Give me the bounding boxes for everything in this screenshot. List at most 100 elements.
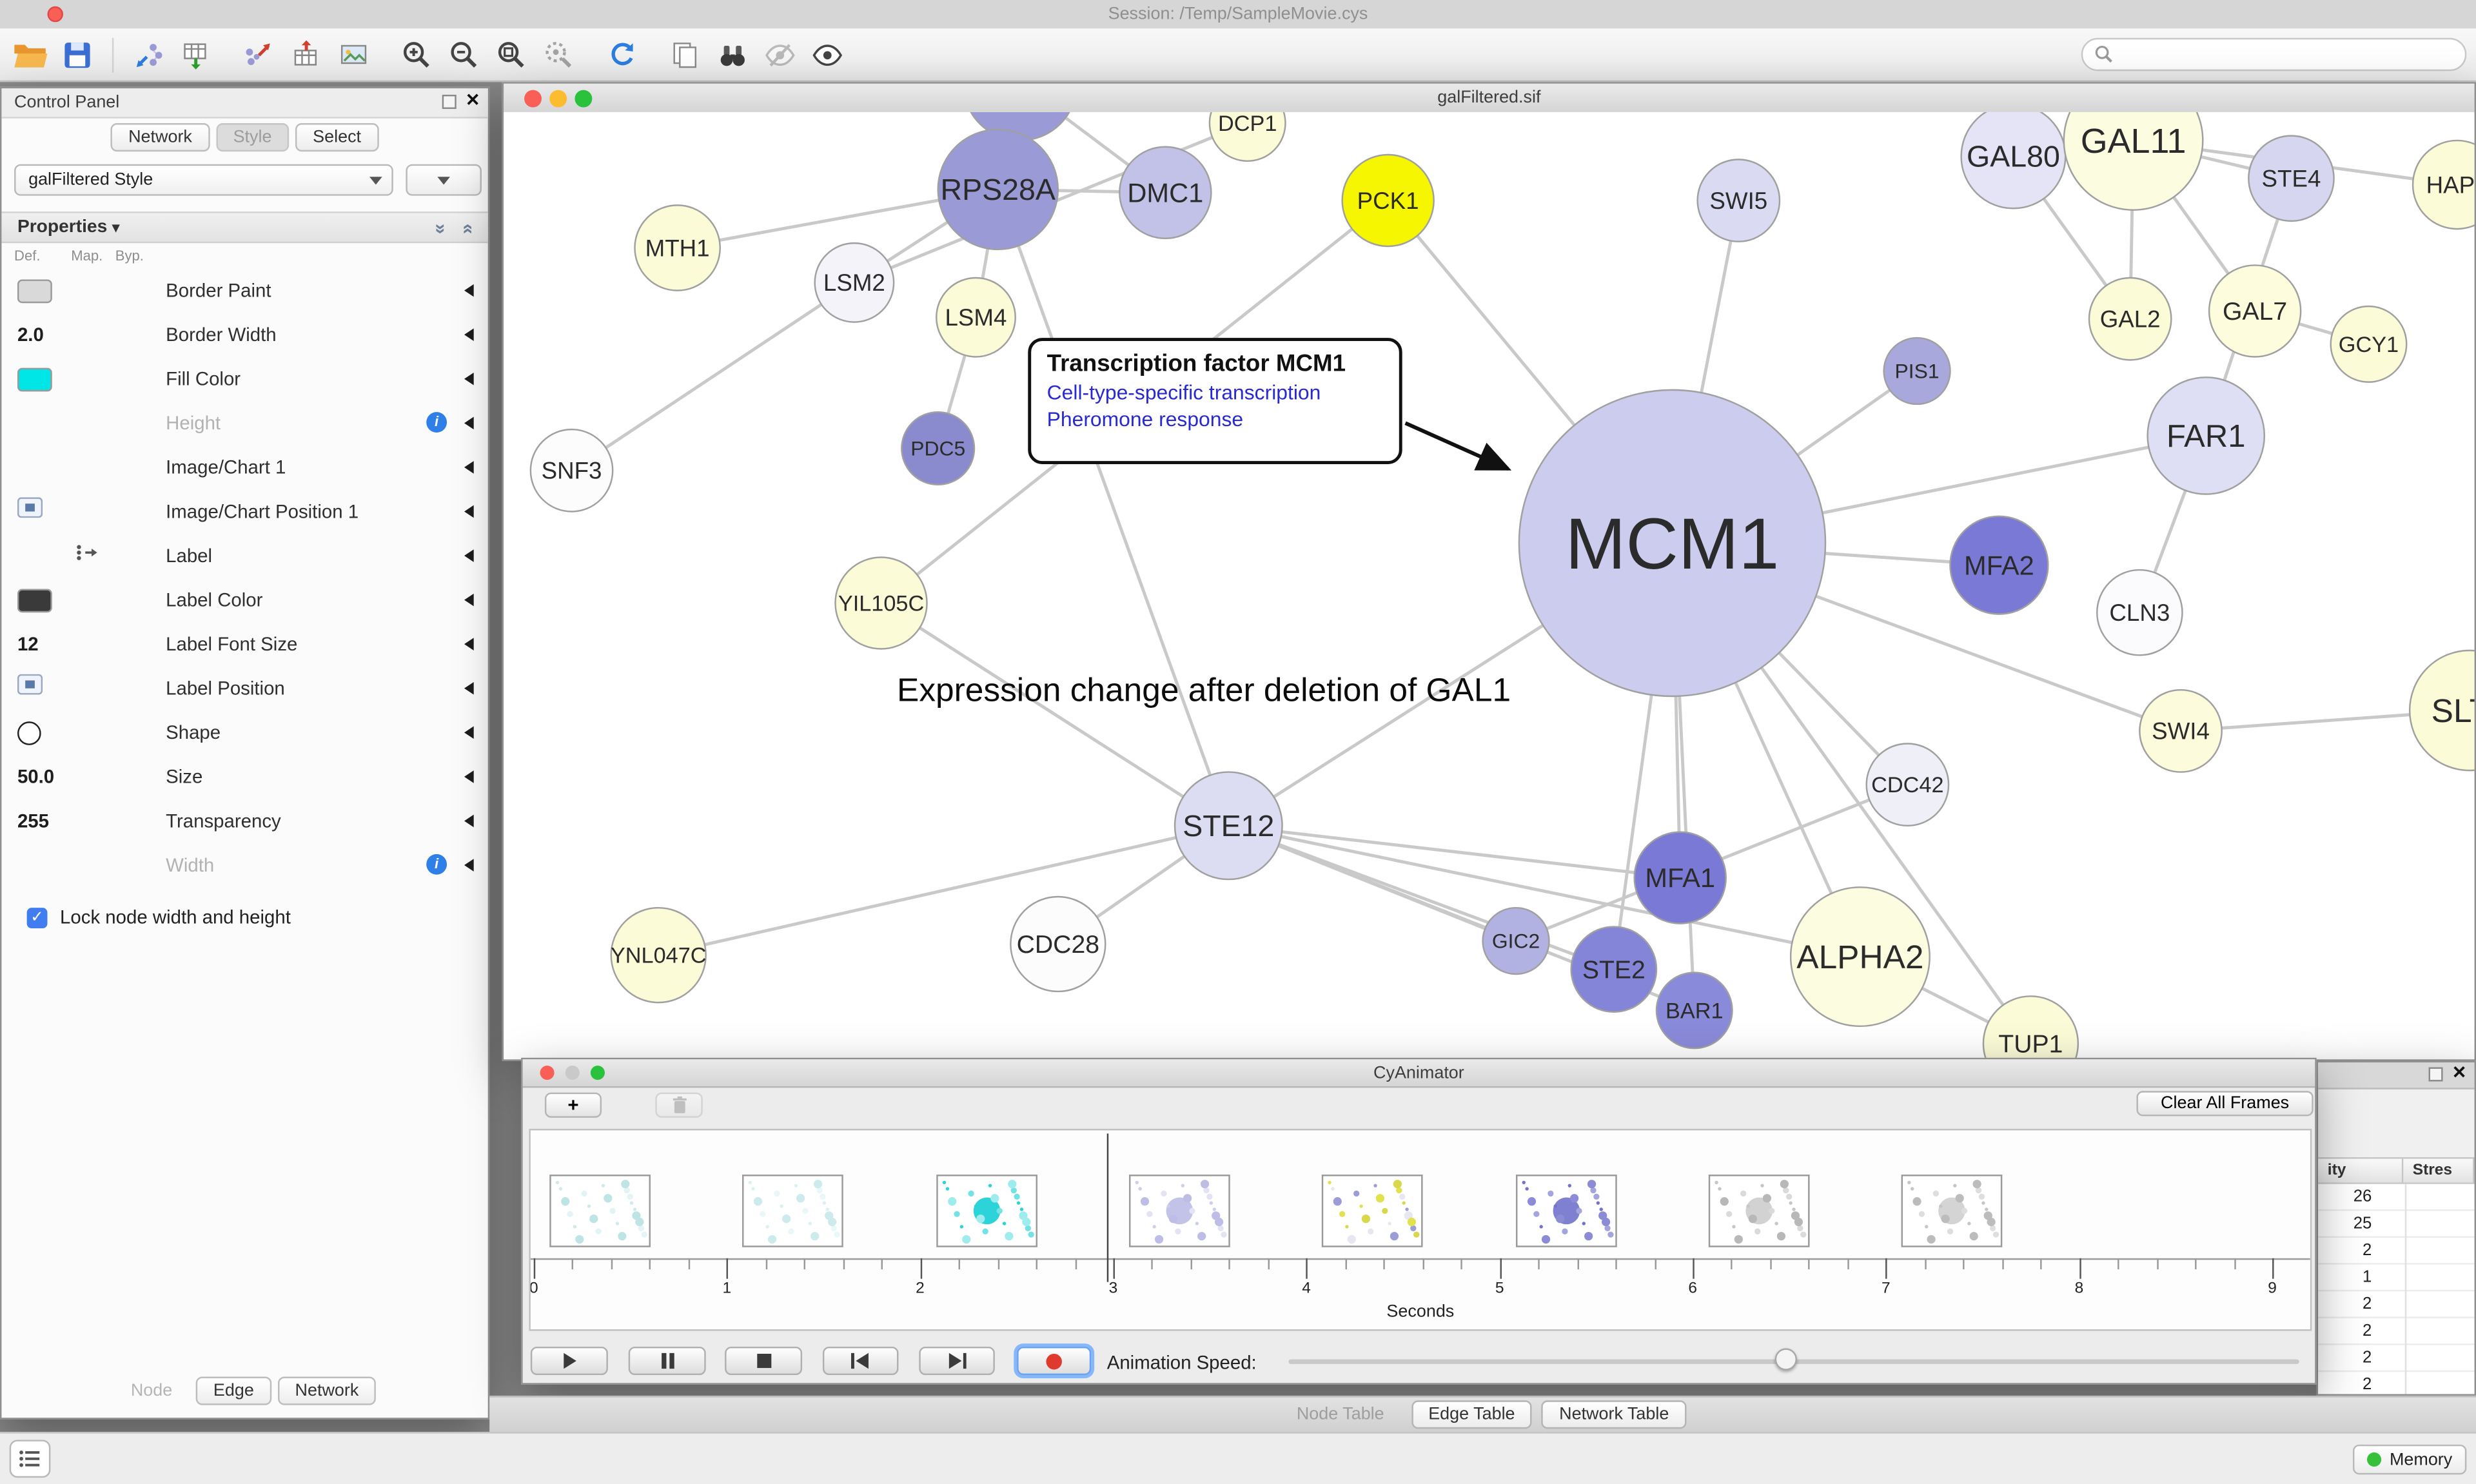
default-value-cell[interactable] xyxy=(17,578,71,622)
node-ste4[interactable]: STE4 xyxy=(2248,135,2335,222)
table-row[interactable]: 1 xyxy=(2318,1265,2475,1292)
hide-details-button[interactable] xyxy=(756,32,803,77)
default-value-cell[interactable] xyxy=(17,268,71,313)
show-details-button[interactable] xyxy=(804,32,851,77)
property-row-label-position[interactable]: Label Position xyxy=(1,666,487,710)
minimize-window-icon[interactable] xyxy=(549,90,567,108)
animation-frame-1[interactable] xyxy=(549,1175,651,1247)
collapse-all-icon[interactable]: » xyxy=(455,223,478,235)
mapping-cell[interactable] xyxy=(74,489,112,534)
tab-node[interactable]: Node xyxy=(130,1381,173,1401)
table-row[interactable]: 26 xyxy=(2318,1184,2475,1211)
expand-row-icon[interactable] xyxy=(464,372,474,386)
node-dcp1[interactable]: DCP1 xyxy=(1208,112,1286,162)
play-button[interactable] xyxy=(530,1346,608,1376)
node-cdc28[interactable]: CDC28 xyxy=(1010,895,1106,993)
default-value-cell[interactable]: 12 xyxy=(17,622,71,667)
mapping-cell[interactable] xyxy=(74,356,112,401)
annotation-link[interactable]: Pheromone response xyxy=(1046,407,1244,431)
style-combobox[interactable]: galFiltered Style xyxy=(14,164,393,196)
position-icon[interactable] xyxy=(17,674,43,703)
import-network-button[interactable] xyxy=(124,32,172,77)
delete-frame-button[interactable] xyxy=(655,1092,703,1118)
node-gcy1[interactable]: GCY1 xyxy=(2330,305,2408,383)
expand-row-icon[interactable] xyxy=(464,505,474,518)
node-gal7[interactable]: GAL7 xyxy=(2208,264,2302,358)
expand-all-icon[interactable]: » xyxy=(430,223,453,235)
node-lsm2[interactable]: LSM2 xyxy=(814,242,895,323)
default-value-cell[interactable] xyxy=(17,534,71,578)
expand-row-icon[interactable] xyxy=(464,461,474,474)
search-box[interactable] xyxy=(2081,37,2467,72)
expand-row-icon[interactable] xyxy=(464,726,474,739)
close-window-icon[interactable] xyxy=(524,90,542,108)
animation-frame-7[interactable] xyxy=(1708,1175,1810,1247)
default-value-cell[interactable] xyxy=(17,666,71,710)
record-button[interactable] xyxy=(1017,1346,1092,1376)
expand-row-icon[interactable] xyxy=(464,859,474,872)
color-swatch[interactable] xyxy=(17,278,52,302)
animation-frame-8[interactable] xyxy=(1901,1175,2003,1247)
node-ste12[interactable]: STE12 xyxy=(1174,771,1283,881)
node-tup1[interactable]: TUP1 xyxy=(1982,995,2079,1060)
zoom-in-button[interactable] xyxy=(393,32,440,77)
tab-edge-table[interactable]: Edge Table xyxy=(1411,1400,1533,1429)
zoom-window-icon[interactable] xyxy=(590,1066,605,1080)
table-row[interactable]: 2 xyxy=(2318,1318,2475,1345)
expand-row-icon[interactable] xyxy=(464,814,474,828)
default-value-cell[interactable] xyxy=(17,401,71,445)
tab-node-table[interactable]: Node Table xyxy=(1296,1405,1384,1424)
mapping-cell[interactable] xyxy=(74,313,112,357)
default-value-cell[interactable] xyxy=(17,843,71,888)
minimize-window-icon[interactable] xyxy=(565,1066,580,1080)
clear-all-frames-button[interactable]: Clear All Frames xyxy=(2136,1091,2314,1117)
property-row-shape[interactable]: Shape xyxy=(1,710,487,755)
column-header[interactable]: ity xyxy=(2318,1157,2404,1184)
tab-style[interactable]: Style xyxy=(215,123,290,152)
property-row-label-color[interactable]: Label Color xyxy=(1,578,487,622)
export-table-button[interactable] xyxy=(282,32,329,77)
annotation-link[interactable]: Cell-type-specific transcription xyxy=(1046,380,1321,404)
expand-row-icon[interactable] xyxy=(464,328,474,341)
close-panel-icon[interactable]: ✕ xyxy=(2451,1064,2467,1084)
close-window-icon[interactable] xyxy=(540,1066,555,1080)
node-pck1[interactable]: PCK1 xyxy=(1341,153,1435,248)
node-hap4[interactable]: HAP4 xyxy=(2412,139,2475,230)
table-row[interactable]: 2 xyxy=(2318,1291,2475,1318)
timeline-playhead[interactable] xyxy=(1106,1133,1109,1282)
tab-network[interactable]: Network xyxy=(111,123,210,152)
previous-frame-button[interactable] xyxy=(822,1346,899,1376)
network-window-titlebar[interactable]: galFiltered.sif xyxy=(504,83,2475,114)
node-mfa1[interactable]: MFA1 xyxy=(1633,831,1727,924)
info-icon[interactable]: i xyxy=(426,854,447,875)
import-table-button[interactable] xyxy=(172,32,219,77)
ellipse-shape-icon[interactable] xyxy=(17,720,41,745)
node-yil105c[interactable]: YIL105C xyxy=(834,556,928,650)
node-bar1[interactable]: BAR1 xyxy=(1655,971,1733,1050)
table-row[interactable]: 2 xyxy=(2318,1238,2475,1265)
export-network-button[interactable] xyxy=(235,32,282,77)
mapping-cell[interactable] xyxy=(74,268,112,313)
animation-frame-6[interactable] xyxy=(1515,1175,1616,1247)
show-panel-button[interactable] xyxy=(9,1440,51,1478)
float-panel-icon[interactable] xyxy=(442,93,457,108)
node-pdc5[interactable]: PDC5 xyxy=(901,411,976,486)
node-gal11[interactable]: GAL11 xyxy=(2063,112,2204,211)
node-swi4[interactable]: SWI4 xyxy=(2139,688,2223,773)
memory-button[interactable]: Memory xyxy=(2353,1444,2467,1475)
default-value-cell[interactable]: 50.0 xyxy=(17,755,71,799)
open-session-button[interactable] xyxy=(6,32,54,77)
node-cdc42[interactable]: CDC42 xyxy=(1865,743,1950,827)
animation-frame-5[interactable] xyxy=(1322,1175,1424,1247)
tab-select[interactable]: Select xyxy=(295,123,378,152)
refresh-view-button[interactable] xyxy=(598,32,645,77)
cyanimator-titlebar[interactable]: CyAnimator xyxy=(522,1059,2315,1088)
properties-header[interactable]: Properties ▾ » » xyxy=(1,211,488,244)
mapping-cell[interactable] xyxy=(74,755,112,799)
color-swatch[interactable] xyxy=(17,588,52,612)
expand-row-icon[interactable] xyxy=(464,770,474,783)
